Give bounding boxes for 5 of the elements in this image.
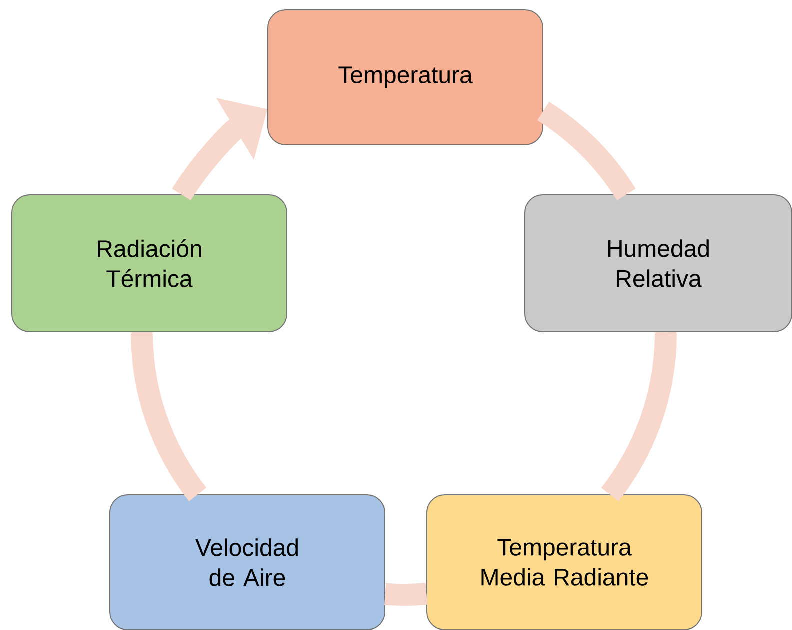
process-box: Humedad Relativa (524, 194, 792, 332)
process-box: Radiación Térmica (12, 194, 288, 332)
process-box: Velocidad de Aire (110, 494, 386, 630)
process-box: Temperatura Media Radiante (426, 494, 702, 630)
process-box: Temperatura (268, 10, 544, 146)
